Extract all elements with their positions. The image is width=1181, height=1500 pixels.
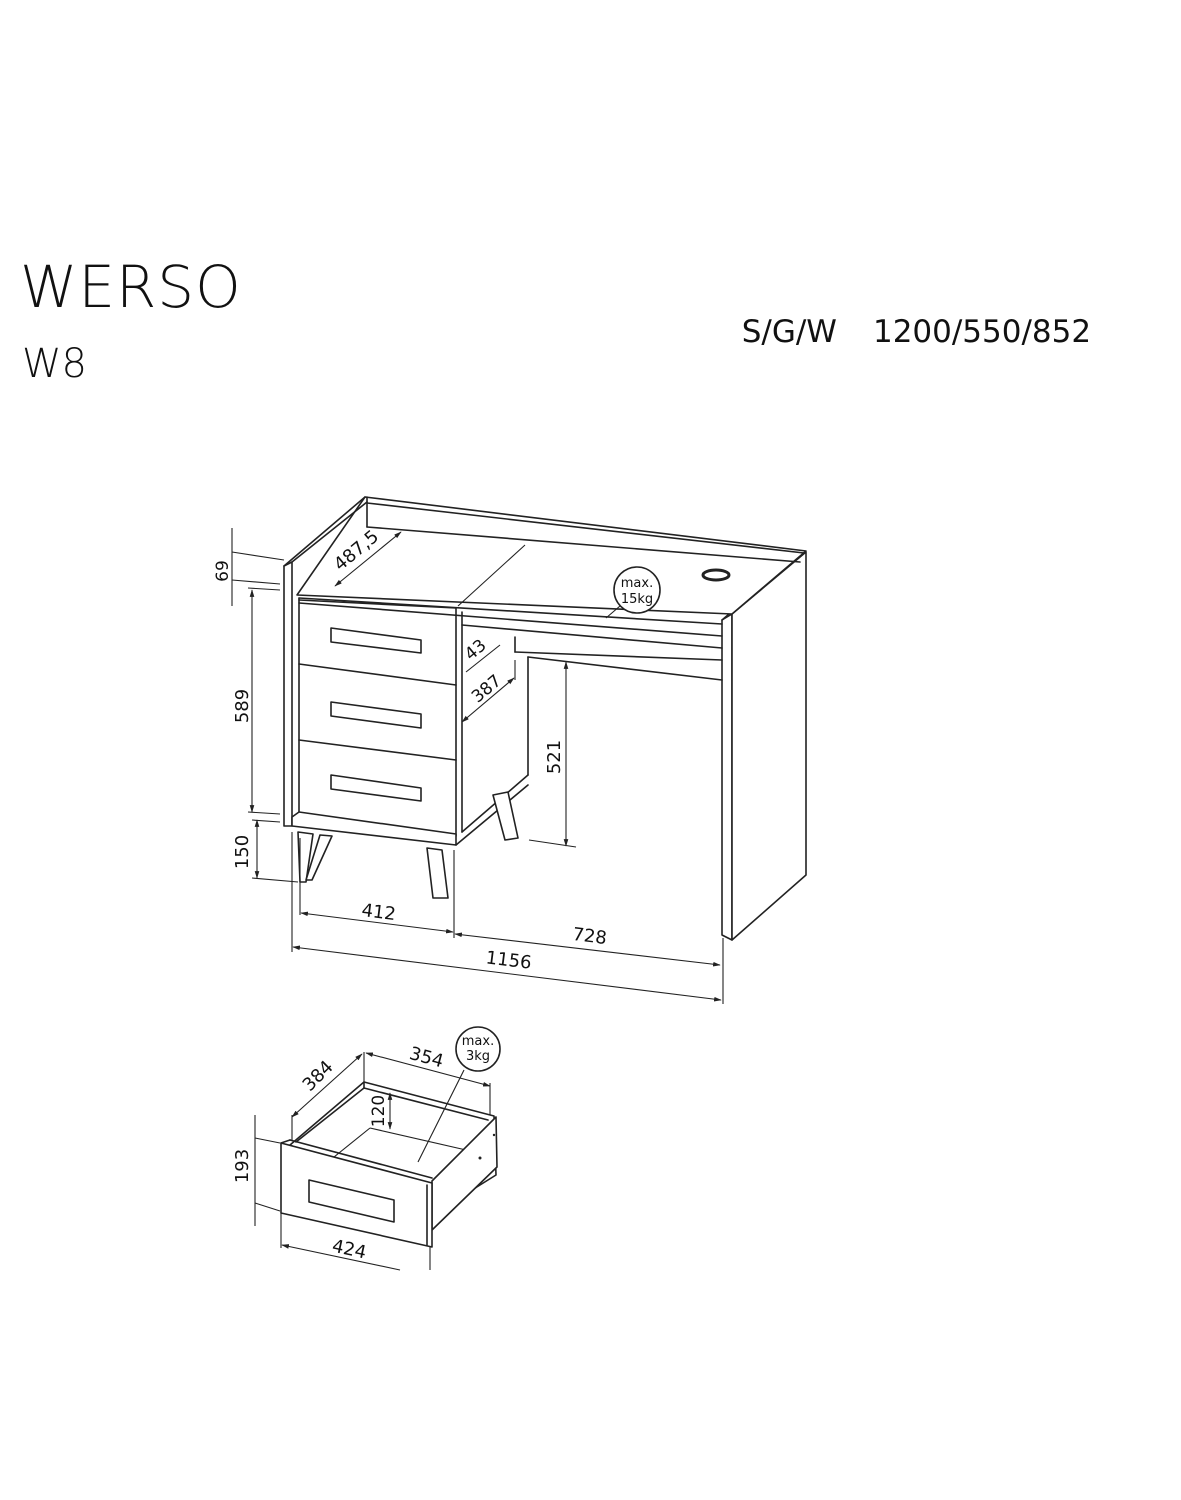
model-code: W8 bbox=[22, 341, 87, 387]
drawer-handle-3 bbox=[330, 774, 422, 802]
desk-drawing: max. 15kg 69 589 150 487,5 43 387 521 bbox=[213, 496, 807, 1004]
drawer-handle-2 bbox=[330, 701, 422, 729]
dim-drawer-unit-depth: 387 bbox=[468, 671, 506, 707]
svg-text:max.: max. bbox=[621, 576, 653, 591]
drawer-handle bbox=[308, 1179, 395, 1223]
desk-right-panel bbox=[721, 613, 733, 941]
desk-left-panel bbox=[283, 561, 293, 827]
drawer-unit bbox=[291, 599, 529, 899]
dimension-value: 1200/550/852 bbox=[872, 314, 1092, 350]
overall-dimensions: S/G/W 1200/550/852 bbox=[722, 286, 1091, 348]
svg-text:max.: max. bbox=[462, 1034, 494, 1049]
dim-side-gap: 43 bbox=[461, 636, 490, 665]
desk-top bbox=[296, 496, 807, 615]
load-badge-desk: max. 15kg bbox=[605, 566, 661, 619]
leg bbox=[426, 847, 449, 899]
dim-top-edge-height: 69 bbox=[213, 560, 233, 582]
dimension-label: S/G/W bbox=[741, 314, 837, 350]
plinth bbox=[291, 811, 457, 846]
drawer-drawing: max. 3kg 384 354 120 193 424 bbox=[232, 1026, 501, 1271]
dim-knee-space-width: 728 bbox=[571, 924, 608, 949]
drawer-handle-1 bbox=[330, 627, 422, 654]
svg-text:3kg: 3kg bbox=[466, 1049, 490, 1064]
dim-drawer-inner-width: 354 bbox=[407, 1043, 446, 1072]
dim-leg-height: 150 bbox=[232, 835, 253, 869]
dim-drawer-front-height: 193 bbox=[232, 1149, 253, 1183]
dim-knee-space-height: 521 bbox=[544, 740, 565, 774]
cable-grommet-icon bbox=[701, 568, 731, 582]
product-name: WERSO bbox=[20, 253, 242, 321]
svg-text:15kg: 15kg bbox=[621, 592, 653, 607]
dim-drawer-unit-height: 589 bbox=[232, 689, 253, 723]
dim-total-width: 1156 bbox=[485, 947, 533, 973]
dim-drawer-inner-depth: 384 bbox=[299, 1057, 338, 1096]
leg bbox=[492, 791, 519, 841]
leg bbox=[297, 831, 314, 883]
dim-drawer-inner-height: 120 bbox=[369, 1095, 389, 1127]
leg bbox=[305, 834, 333, 881]
dim-drawer-front-width: 424 bbox=[330, 1236, 368, 1264]
dim-drawer-unit-width: 412 bbox=[360, 900, 397, 925]
